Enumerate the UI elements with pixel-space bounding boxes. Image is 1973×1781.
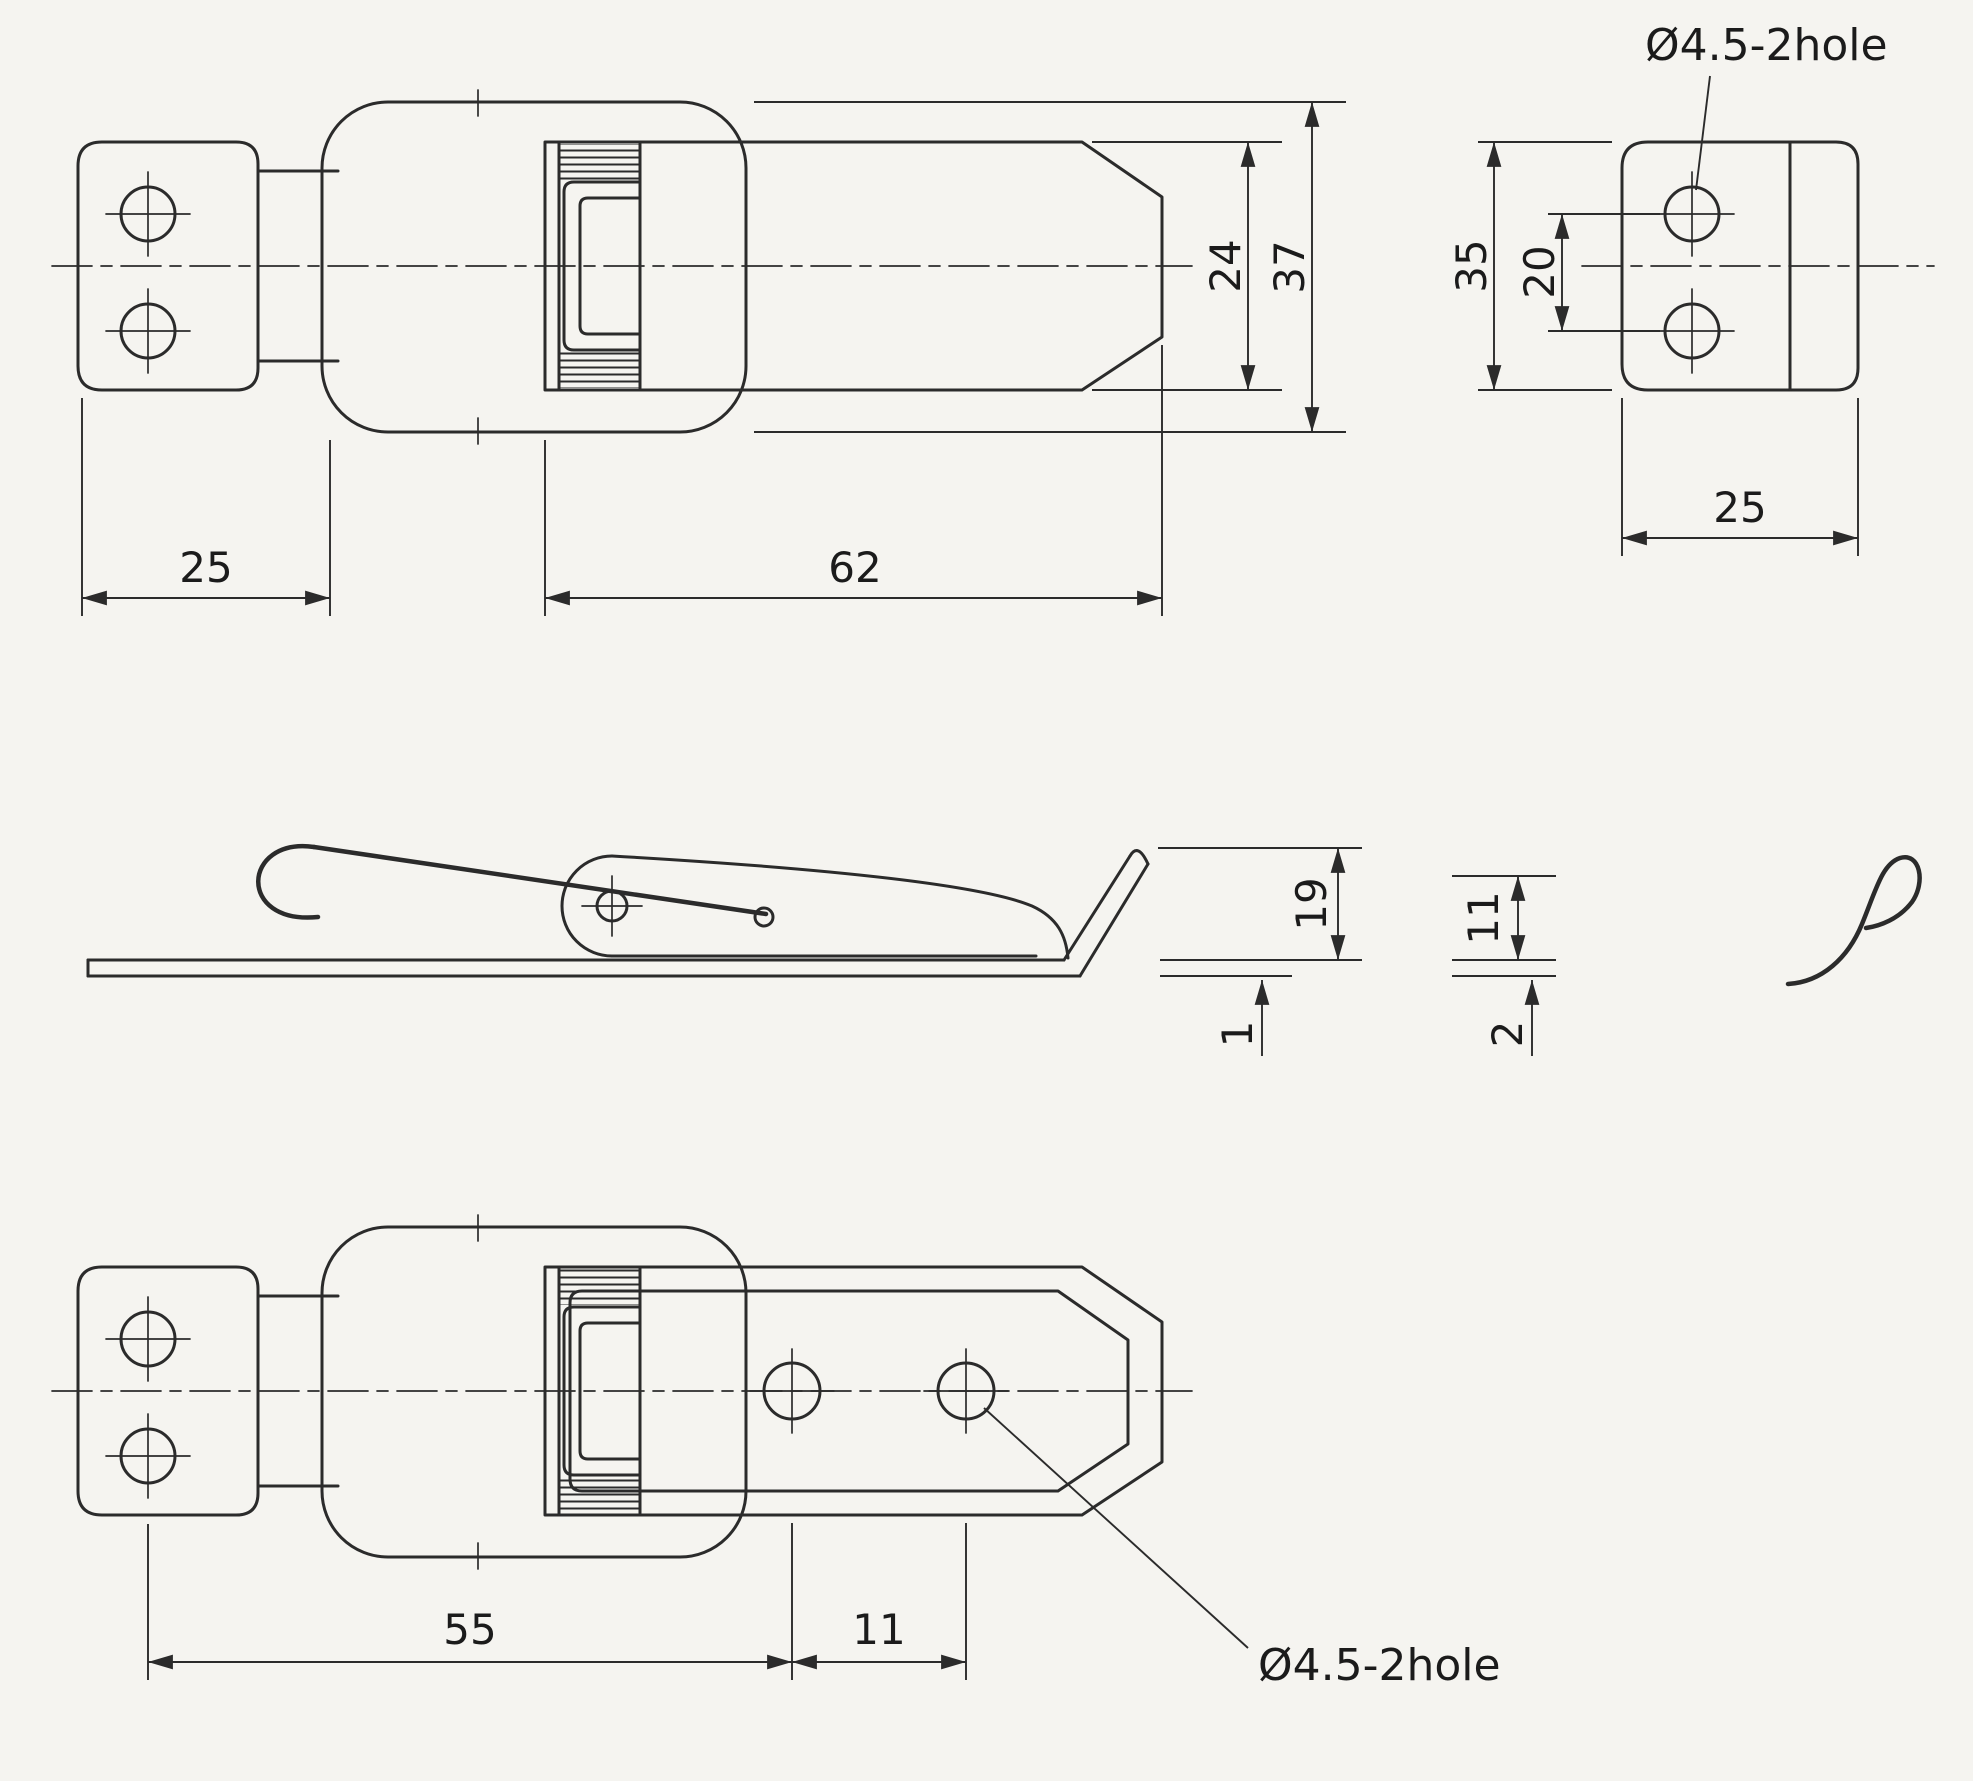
screw-hole xyxy=(105,1413,191,1499)
screw-hole xyxy=(105,1296,191,1382)
dim-label-body-length: 62 xyxy=(828,543,881,592)
dim-plate-thickness: 1 xyxy=(1160,975,1292,1056)
dim-hole-offset: 55 xyxy=(147,1523,793,1680)
spring-hatch xyxy=(560,1269,640,1305)
lever-body xyxy=(543,140,1164,392)
mount-plate xyxy=(76,140,340,392)
bail-loop xyxy=(320,89,748,445)
dim-overall-height: 19 xyxy=(1158,847,1362,961)
view-latch-bottom xyxy=(51,1214,1193,1570)
dim-body-length: 62 xyxy=(544,345,1163,616)
dim-label-overall-width: 37 xyxy=(1265,240,1314,293)
dim-mount-plate-length: 25 xyxy=(81,398,331,616)
dim-label-body-width: 24 xyxy=(1201,239,1250,292)
wire-anchor-hole xyxy=(753,906,775,928)
rivet-hole xyxy=(923,1348,1009,1434)
dims-latch-bottom: Ø4.5-2hole 55 11 xyxy=(147,1407,1501,1691)
dim-overall-width: 37 xyxy=(754,101,1346,433)
dims-latch-side: 19 1 11 2 xyxy=(1158,847,1556,1056)
dim-label-plate-thickness: 1 xyxy=(1213,1021,1262,1048)
dim-label-catch-thickness: 2 xyxy=(1483,1021,1532,1048)
lever-body xyxy=(543,1265,1164,1517)
base-plate-profile xyxy=(86,849,1150,978)
screw-hole xyxy=(105,288,191,374)
catch-plate-profile xyxy=(1785,855,1922,987)
rivet-hole xyxy=(749,1348,835,1434)
screw-hole xyxy=(105,171,191,257)
dim-label-overall-height: 19 xyxy=(1287,877,1336,930)
bail-loop xyxy=(320,1214,748,1570)
hole-note-label: Ø4.5-2hole xyxy=(1258,1640,1501,1691)
dim-label-hole-pitch: 11 xyxy=(852,1605,905,1654)
screw-hole xyxy=(1649,171,1735,257)
spring-hatch xyxy=(560,352,640,388)
mount-plate xyxy=(76,1265,340,1517)
bail-wire-profile xyxy=(256,843,769,920)
dim-plate-length: 25 xyxy=(1621,398,1859,556)
dim-label-hole-pitch: 20 xyxy=(1515,245,1564,298)
dim-label-plate-length: 25 xyxy=(179,543,232,592)
catch-plate-outline xyxy=(1620,140,1860,392)
hole-callout: Ø4.5-2hole xyxy=(1645,20,1888,191)
dim-catch-height: 11 xyxy=(1452,875,1556,961)
dim-label-plate-length: 25 xyxy=(1713,483,1766,532)
view-latch-top xyxy=(51,89,1193,445)
dim-label-hole-offset: 55 xyxy=(443,1605,496,1654)
leader-line xyxy=(1695,75,1711,191)
leader-line xyxy=(983,1407,1249,1649)
dim-hole-pitch: 20 xyxy=(1515,213,1660,332)
lever-profile xyxy=(560,854,1070,960)
dims-latch-top: 25 62 24 37 xyxy=(81,101,1346,616)
screw-hole xyxy=(1649,288,1735,374)
dim-label-catch-height: 11 xyxy=(1459,891,1508,944)
spring-hatch xyxy=(560,1477,640,1513)
dim-plate-width: 35 xyxy=(1447,141,1612,391)
dim-label-plate-width: 35 xyxy=(1447,239,1496,292)
view-latch-side xyxy=(86,843,1922,987)
dim-body-width: 24 xyxy=(1092,141,1282,391)
dim-catch-thickness: 2 xyxy=(1452,975,1556,1056)
dim-hole-pitch: 11 xyxy=(792,1523,967,1680)
dims-catch-plate: Ø4.5-2hole 35 20 25 xyxy=(1447,20,1888,556)
view-catch-plate xyxy=(1581,140,1935,392)
hole-note-label: Ø4.5-2hole xyxy=(1645,20,1888,71)
spring-hatch xyxy=(560,144,640,180)
hole-callout: Ø4.5-2hole xyxy=(983,1407,1501,1691)
